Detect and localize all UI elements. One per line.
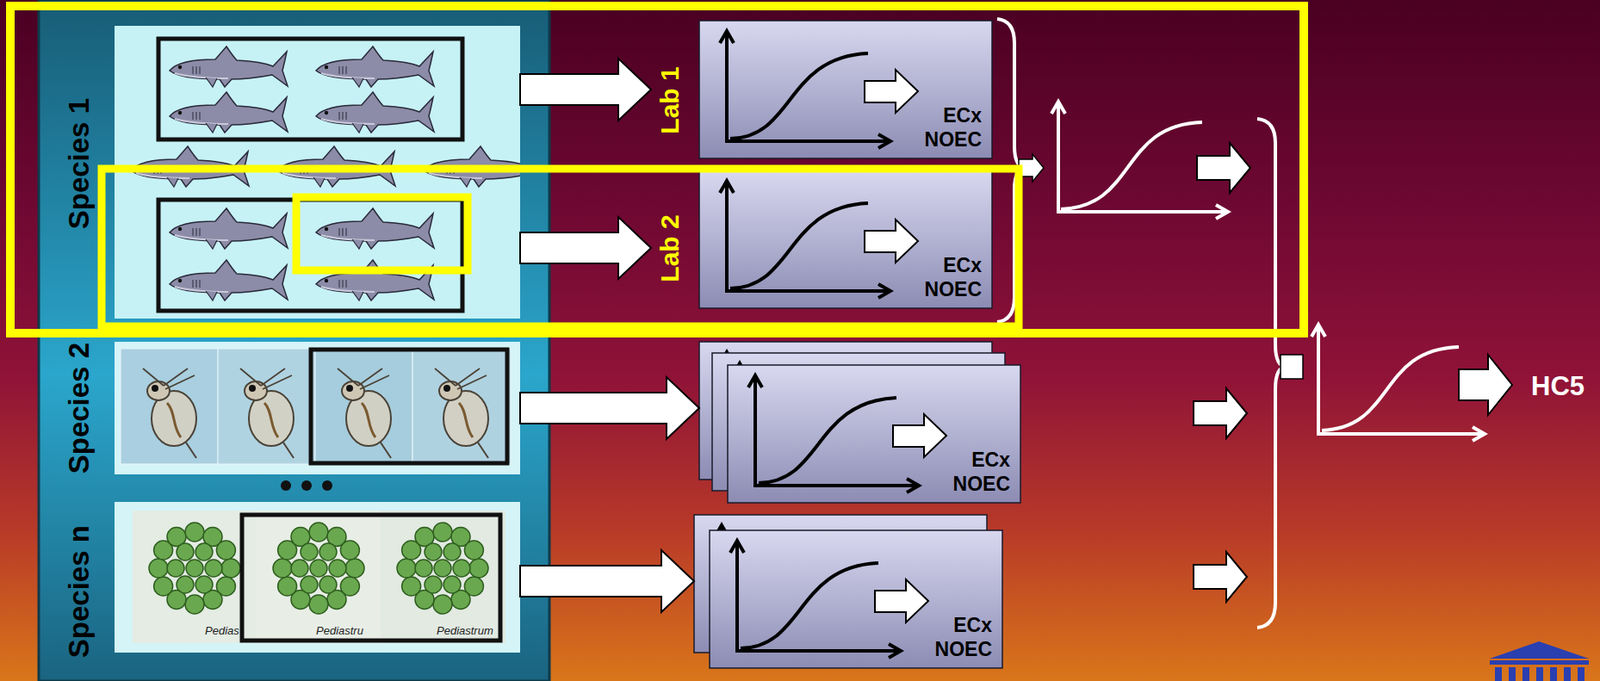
species-caption: Pedias <box>204 625 240 638</box>
block-arrow <box>520 377 700 440</box>
lab-label: Lab 2 <box>655 214 684 282</box>
species-caption: Pediastru <box>316 625 364 638</box>
test-result-box: Lab 2 ECx NOEC <box>651 170 993 309</box>
block-arrow <box>520 550 695 613</box>
species-label: Species 2 <box>63 342 95 474</box>
lab-label: Lab 1 <box>655 66 684 134</box>
block-arrow <box>520 217 652 280</box>
species-label: Species 1 <box>63 98 95 230</box>
species-panel: Species 2 <box>114 341 521 475</box>
endpoint-label: ECx NOEC <box>924 253 982 304</box>
block-arrow <box>520 58 652 121</box>
hazard-concentration-label: HC5 <box>1531 372 1585 402</box>
endpoint-label: ECx NOEC <box>935 613 993 664</box>
test-result-box: Lab 1 ECx NOEC <box>651 20 993 159</box>
test-result-stack: ECx NOEC <box>699 341 1021 503</box>
endpoint-label: ECx NOEC <box>953 447 1011 498</box>
species-panel: Species 1 <box>114 25 521 319</box>
species-caption: Pediastrum <box>436 625 494 638</box>
species-label: Species n <box>63 525 95 658</box>
endpoint-label: ECx NOEC <box>924 103 982 154</box>
test-result-stack: ECx NOEC <box>694 514 1003 669</box>
